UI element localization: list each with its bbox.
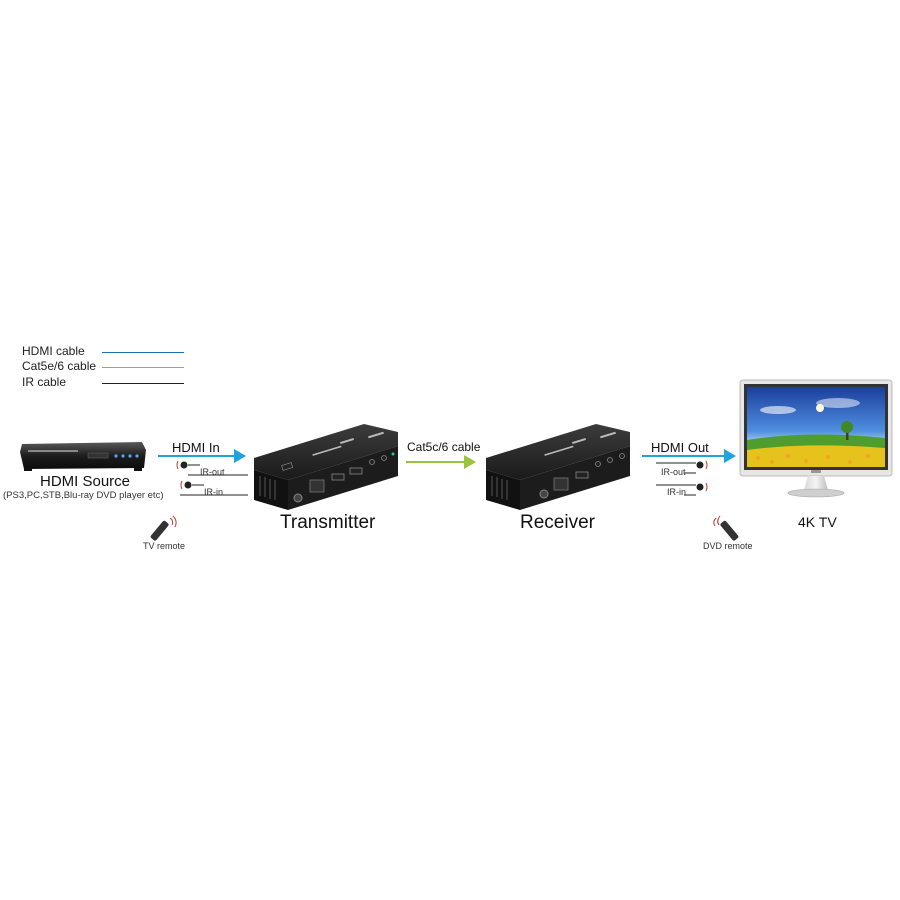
right-ir-in-label: IR-in [667,487,687,497]
tv-remote-icon [150,515,177,541]
hdmi-in-arrow [158,449,246,463]
receiver-device [486,424,630,510]
tv-label: 4K TV [798,514,837,530]
legend-ir-label: IR cable [22,375,67,389]
legend-hdmi-line [102,352,184,353]
hdmi-source-device [20,442,146,471]
hdmi-source-title: HDMI Source [40,473,131,490]
hdmi-out-label: HDMI Out [651,440,709,455]
dvd-remote-label: DVD remote [703,541,753,551]
legend-cat-line [102,367,184,368]
cat-cable-label: Cat5c/6 cable [407,440,481,454]
hdmi-in-label: HDMI In [172,440,220,455]
tv-device [739,379,893,498]
right-ir-out-label: IR-out [661,467,686,477]
left-ir-cables [176,460,248,496]
legend-ir-line [102,383,184,384]
right-ir-cables [656,460,708,496]
left-ir-out-label: IR-out [200,467,225,477]
cat-cable-arrow [406,455,476,469]
dvd-remote-icon [713,515,739,541]
legend-cat-label: Cat5e/6 cable [22,359,97,373]
left-ir-in-label: IR-in [204,487,224,497]
tv-remote-label: TV remote [143,541,186,551]
transmitter-label: Transmitter [280,512,376,533]
legend-hdmi-label: HDMI cable [22,344,85,358]
transmitter-device [254,424,398,510]
receiver-label: Receiver [520,512,595,533]
hdmi-source-subtitle: (PS3,PC,STB,Blu-ray DVD player etc) [3,490,164,501]
hdmi-out-arrow [642,449,736,463]
